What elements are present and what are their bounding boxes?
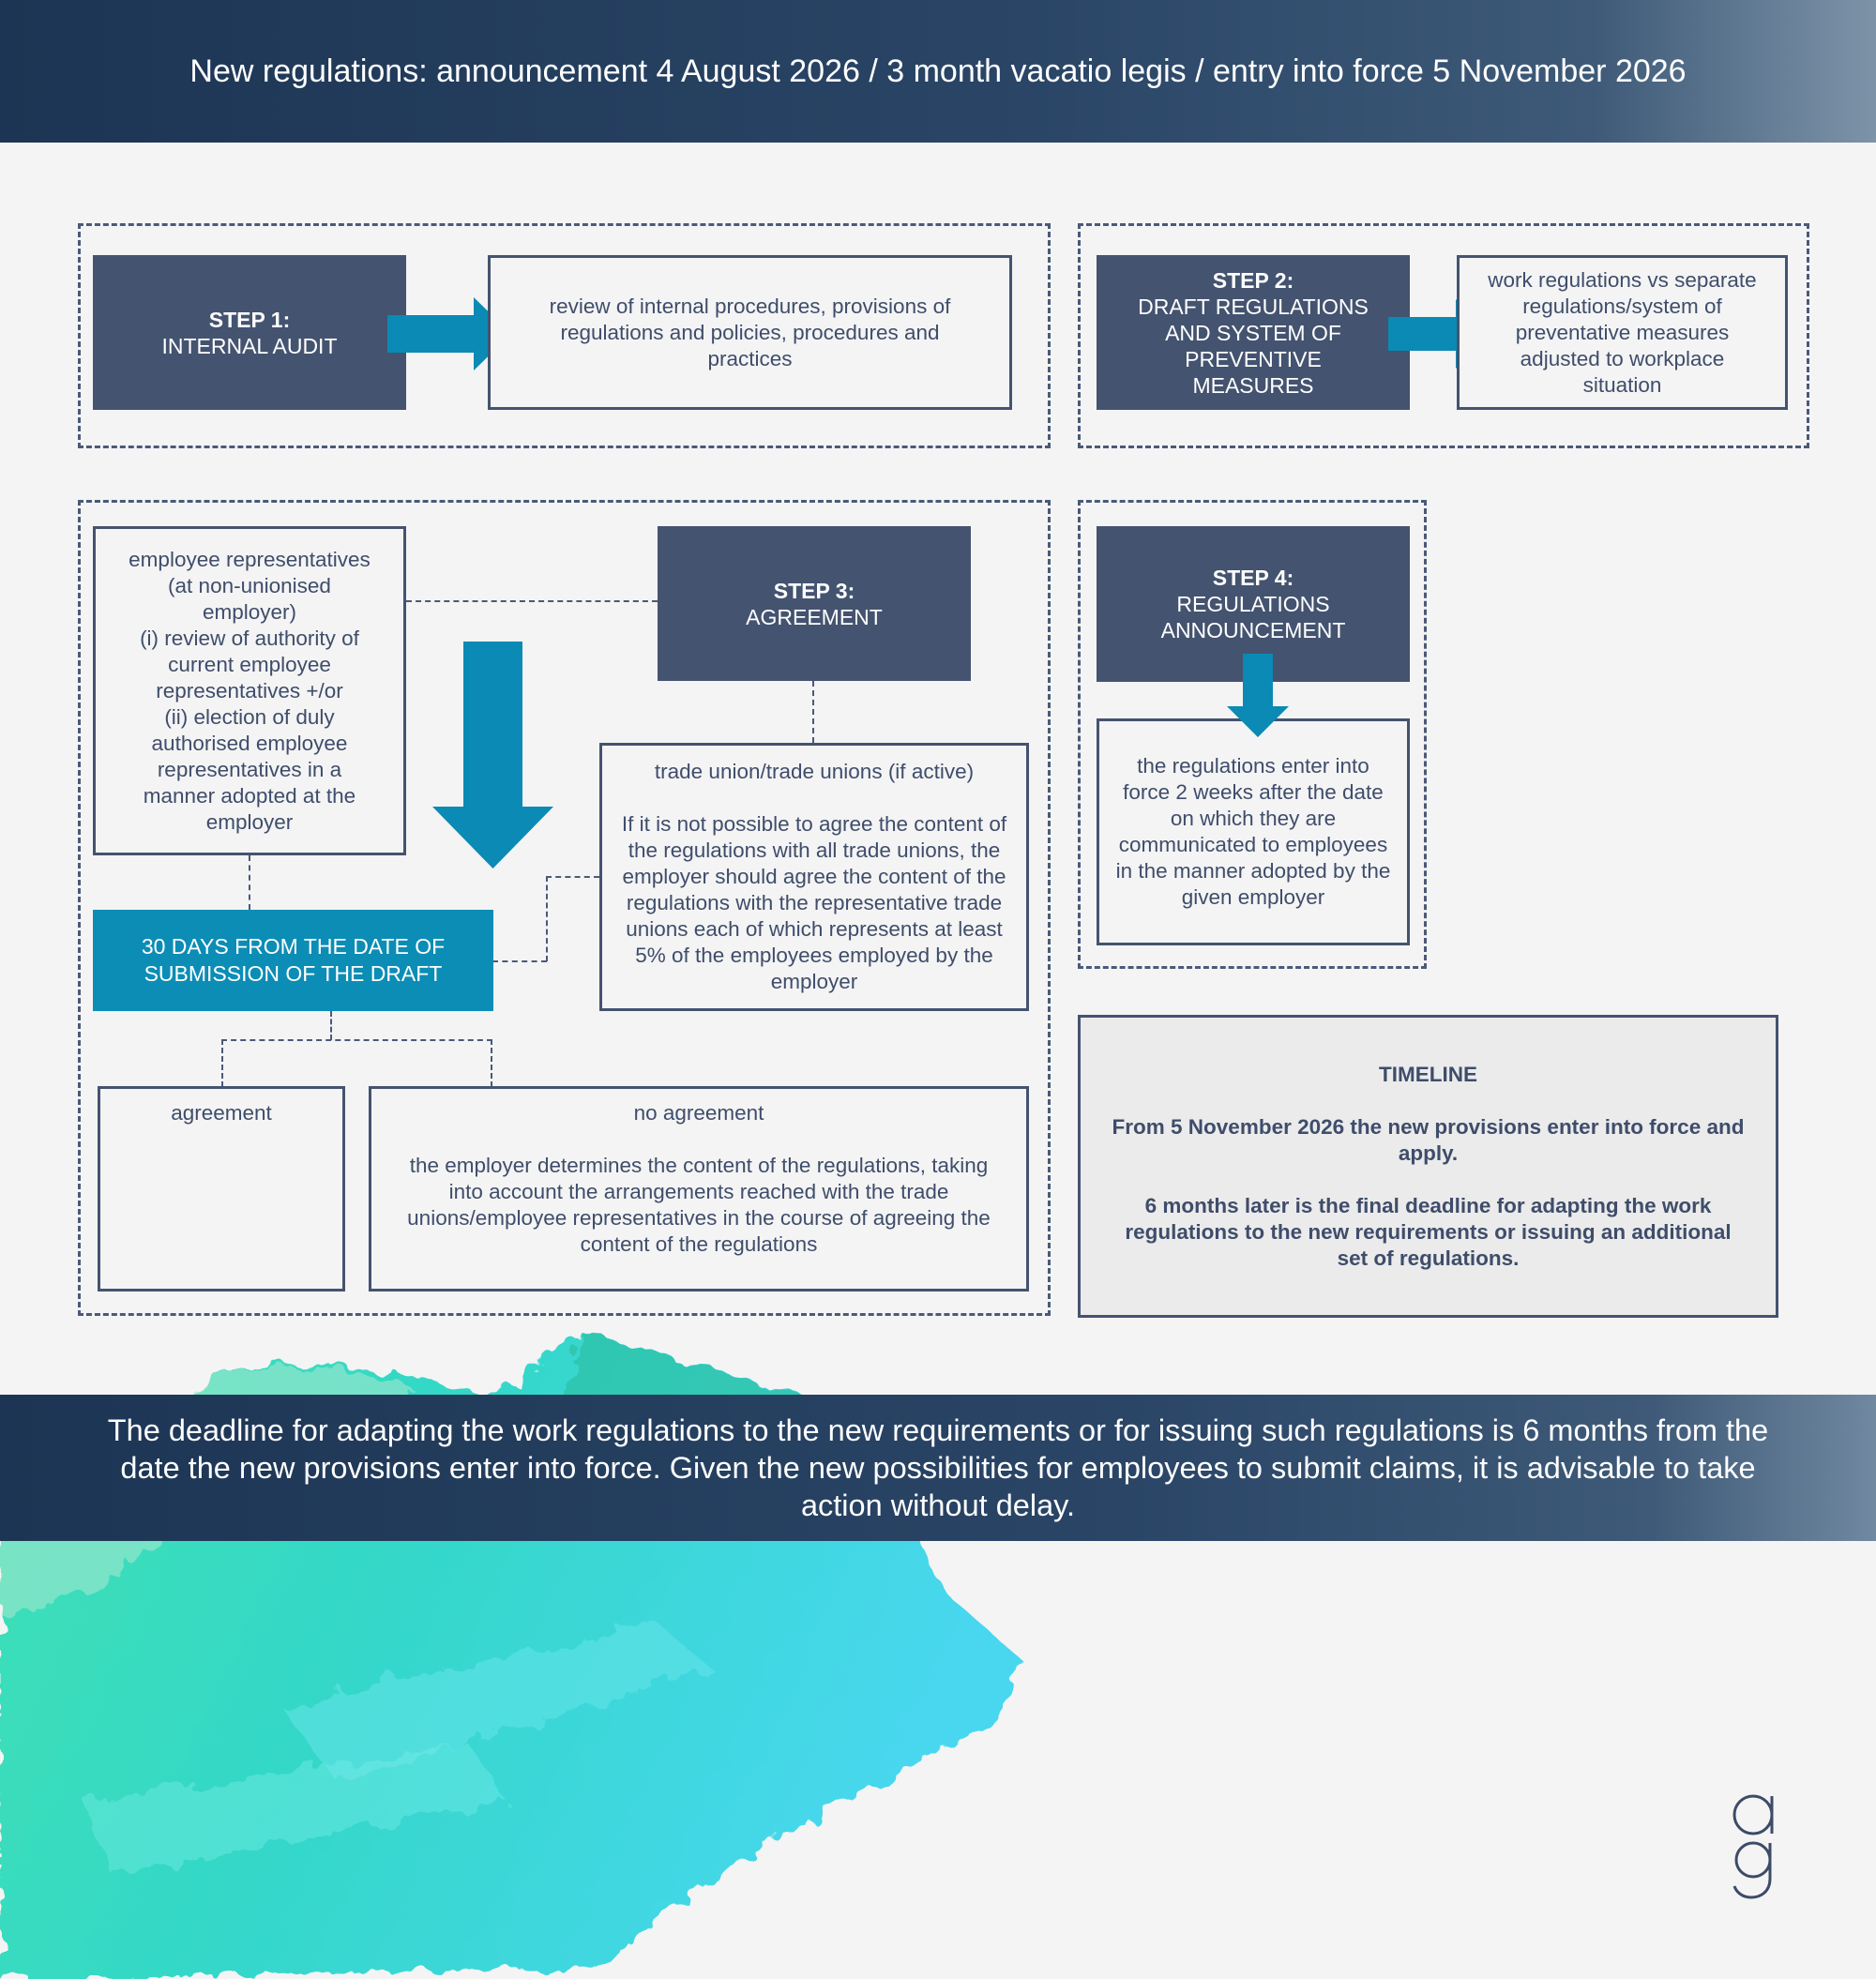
step2-detail: work regulations vs separate regulations… <box>1457 255 1788 410</box>
connector-line <box>546 876 599 878</box>
trade-unions-box: trade union/trade unions (if active) If … <box>599 743 1029 1011</box>
step1-group <box>78 223 1051 448</box>
trade-unions-body: If it is not possible to agree the conte… <box>621 812 1007 993</box>
step3-label: STEP 3: <box>773 578 855 603</box>
connector-line <box>491 1039 492 1087</box>
connector-line <box>221 1039 492 1041</box>
timeline-title: TIMELINE <box>1379 1062 1477 1086</box>
connector-line <box>406 600 658 602</box>
connector-line <box>221 1039 223 1087</box>
down-arrow-icon <box>1227 654 1289 737</box>
connector-line <box>492 960 547 962</box>
connector-line <box>812 681 814 743</box>
trade-unions-title: trade union/trade unions (if active) <box>654 760 975 783</box>
step1-box: STEP 1: INTERNAL AUDIT <box>93 255 406 410</box>
timeline-line2: 6 months later is the final deadline for… <box>1125 1193 1732 1270</box>
step2-box: STEP 2: DRAFT REGULATIONS AND SYSTEM OF … <box>1097 255 1410 410</box>
timeline-line1: From 5 November 2026 the new provisions … <box>1112 1114 1745 1165</box>
no-agreement-box: no agreement the employer determines the… <box>369 1086 1029 1292</box>
ag-logo-icon <box>1732 1794 1774 1899</box>
employee-representatives-box: employee representatives (at non-unionis… <box>93 526 406 855</box>
timeline-box: TIMELINE From 5 November 2026 the new pr… <box>1078 1015 1778 1318</box>
step2-group <box>1078 223 1809 448</box>
agreement-box: agreement <box>98 1086 345 1292</box>
step4-detail: the regulations enter into force 2 weeks… <box>1097 718 1410 945</box>
step1-detail: review of internal procedures, provision… <box>488 255 1012 410</box>
down-arrow-icon <box>432 642 553 869</box>
no-agreement-title: no agreement <box>633 1101 764 1125</box>
connector-line <box>546 876 548 961</box>
step1-name: INTERNAL AUDIT <box>161 333 338 358</box>
step2-name: DRAFT REGULATIONS AND SYSTEM OF PREVENTI… <box>1138 294 1369 398</box>
footer-text: The deadline for adapting the work regul… <box>107 1413 1769 1522</box>
step4-label: STEP 4: <box>1212 566 1294 590</box>
header-banner: New regulations: announcement 4 August 2… <box>0 0 1876 143</box>
connector-line <box>249 855 250 910</box>
step4-group <box>1078 500 1427 969</box>
no-agreement-body: the employer determines the content of t… <box>407 1154 991 1256</box>
step1-label: STEP 1: <box>208 307 291 332</box>
step4-name: REGULATIONS ANNOUNCEMENT <box>1160 592 1346 642</box>
step3-box: STEP 3: AGREEMENT <box>658 526 971 681</box>
deadline-box: 30 DAYS FROM THE DATE OF SUBMISSION OF T… <box>93 910 493 1011</box>
step3-group <box>78 500 1051 1316</box>
page-title: New regulations: announcement 4 August 2… <box>189 53 1687 89</box>
right-arrow-icon <box>387 297 511 370</box>
connector-line <box>330 1011 332 1040</box>
footer-banner: The deadline for adapting the work regul… <box>0 1395 1876 1541</box>
step2-label: STEP 2: <box>1212 267 1294 293</box>
step3-name: AGREEMENT <box>746 604 883 629</box>
